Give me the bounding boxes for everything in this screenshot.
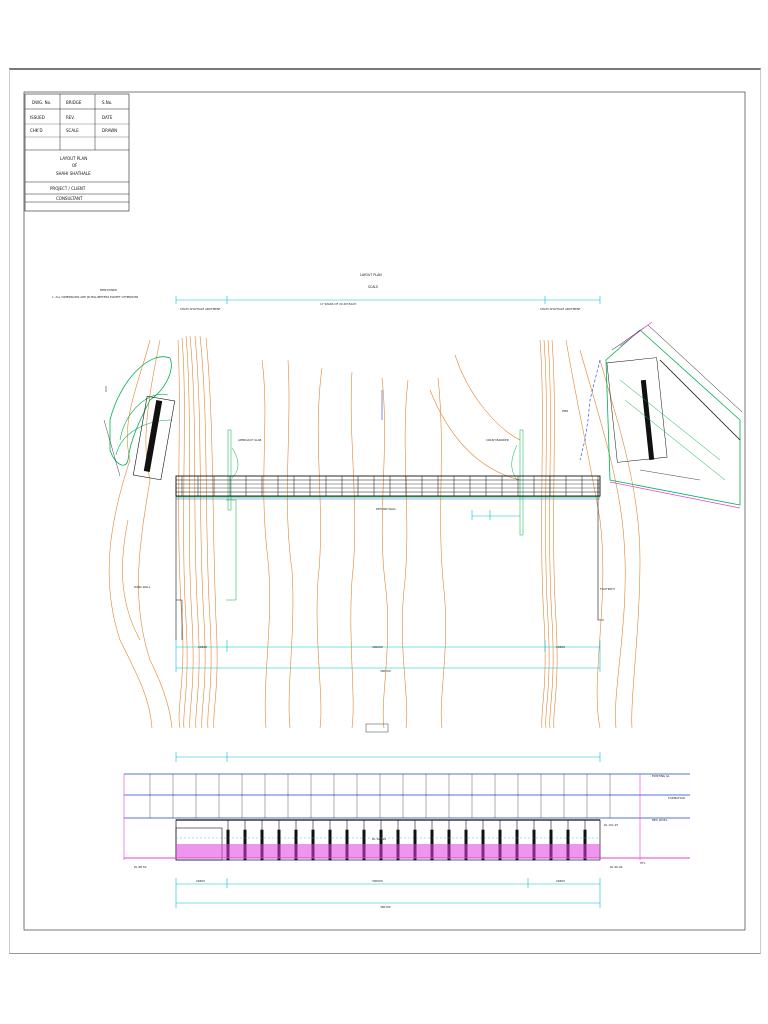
level-label: RL 96.40 <box>610 865 623 869</box>
title-block-cell: SCALE <box>66 128 79 133</box>
title-block-cell: DATE <box>102 115 113 120</box>
section-row-label: HFL <box>640 861 646 865</box>
section-row-label: EXISTING GL <box>652 774 670 778</box>
title-block-cell: DRAWN <box>102 128 117 133</box>
bridge-deck-plan <box>175 475 601 500</box>
plan-scale: SCALE <box>368 285 378 289</box>
callout: PIER <box>562 409 568 413</box>
level-label: RL 101.25 <box>604 823 618 827</box>
plan-note: MENTIONED <box>100 288 117 292</box>
drawing-sheet <box>9 68 761 954</box>
span-label: 17 SPANS OF 20.2M EACH <box>320 302 356 306</box>
title-block: DWG. No. BRIDGE S.No. ISSUED REV. DATE C… <box>24 93 130 212</box>
plan-view-header: LAYOUT PLAN SCALE 1. ALL DIMENSIONS ARE … <box>52 273 601 311</box>
title-block-cell: REV. <box>66 115 75 120</box>
dim-text: 24800 <box>198 645 207 649</box>
section-row-label: BED LEVEL <box>652 818 668 822</box>
section-row-label: FORMATION <box>668 796 685 800</box>
dim-text: 300000 <box>372 879 383 883</box>
dim-text: 360700 <box>380 905 391 909</box>
plan-title: LAYOUT PLAN <box>360 273 382 277</box>
callout: WING WALL <box>134 585 151 589</box>
title-block-cell: DWG. No. <box>32 100 51 105</box>
title-block-cell: CHK'D <box>30 128 43 133</box>
plan-callouts: APPROACH SLAB CRASH BARRIER RETURN WALL … <box>134 409 615 733</box>
span-label: SHAHI SHATHALE ABUTMENT <box>540 307 581 311</box>
title-block-cell: BRIDGE <box>66 100 82 105</box>
right-abutment <box>511 321 743 621</box>
contour-lines <box>108 335 641 729</box>
title-block-consultant: CONSULTANT <box>56 196 83 201</box>
span-label: SHAHI SHATHALE ABUTMENT <box>180 307 221 311</box>
level-label: RL 104.10 <box>372 837 386 841</box>
dim-text: 360700 <box>380 669 391 673</box>
dim-text: 300000 <box>372 645 383 649</box>
sheet-inner-border <box>23 91 746 931</box>
callout: RETURN WALL <box>376 507 396 511</box>
plan-dimensions <box>175 390 601 672</box>
title-block-cell: ISSUED <box>30 115 45 120</box>
title-block-title: OF <box>72 163 78 168</box>
plan-note: 1. ALL DIMENSIONS ARE IN MILLIMETERS EXC… <box>52 295 139 299</box>
dim-text: 24800 <box>556 645 565 649</box>
level-label: RL 98.50 <box>134 865 147 869</box>
dim-text: 24800 <box>556 879 565 883</box>
callout: CRASH BARRIER <box>486 438 509 442</box>
title-block-project: PROJECT / CLIENT <box>50 186 86 191</box>
callout: FOOTPATH <box>600 587 615 591</box>
callout: APPROACH SLAB <box>238 438 262 442</box>
title-block-cell: S.No. <box>102 100 112 105</box>
elevation-section <box>123 752 690 908</box>
title-block-title: SHAHI SHATHALE <box>56 171 91 176</box>
left-abutment <box>103 356 239 640</box>
title-block-title: LAYOUT PLAN <box>60 156 87 161</box>
dim-text: 24800 <box>196 879 205 883</box>
